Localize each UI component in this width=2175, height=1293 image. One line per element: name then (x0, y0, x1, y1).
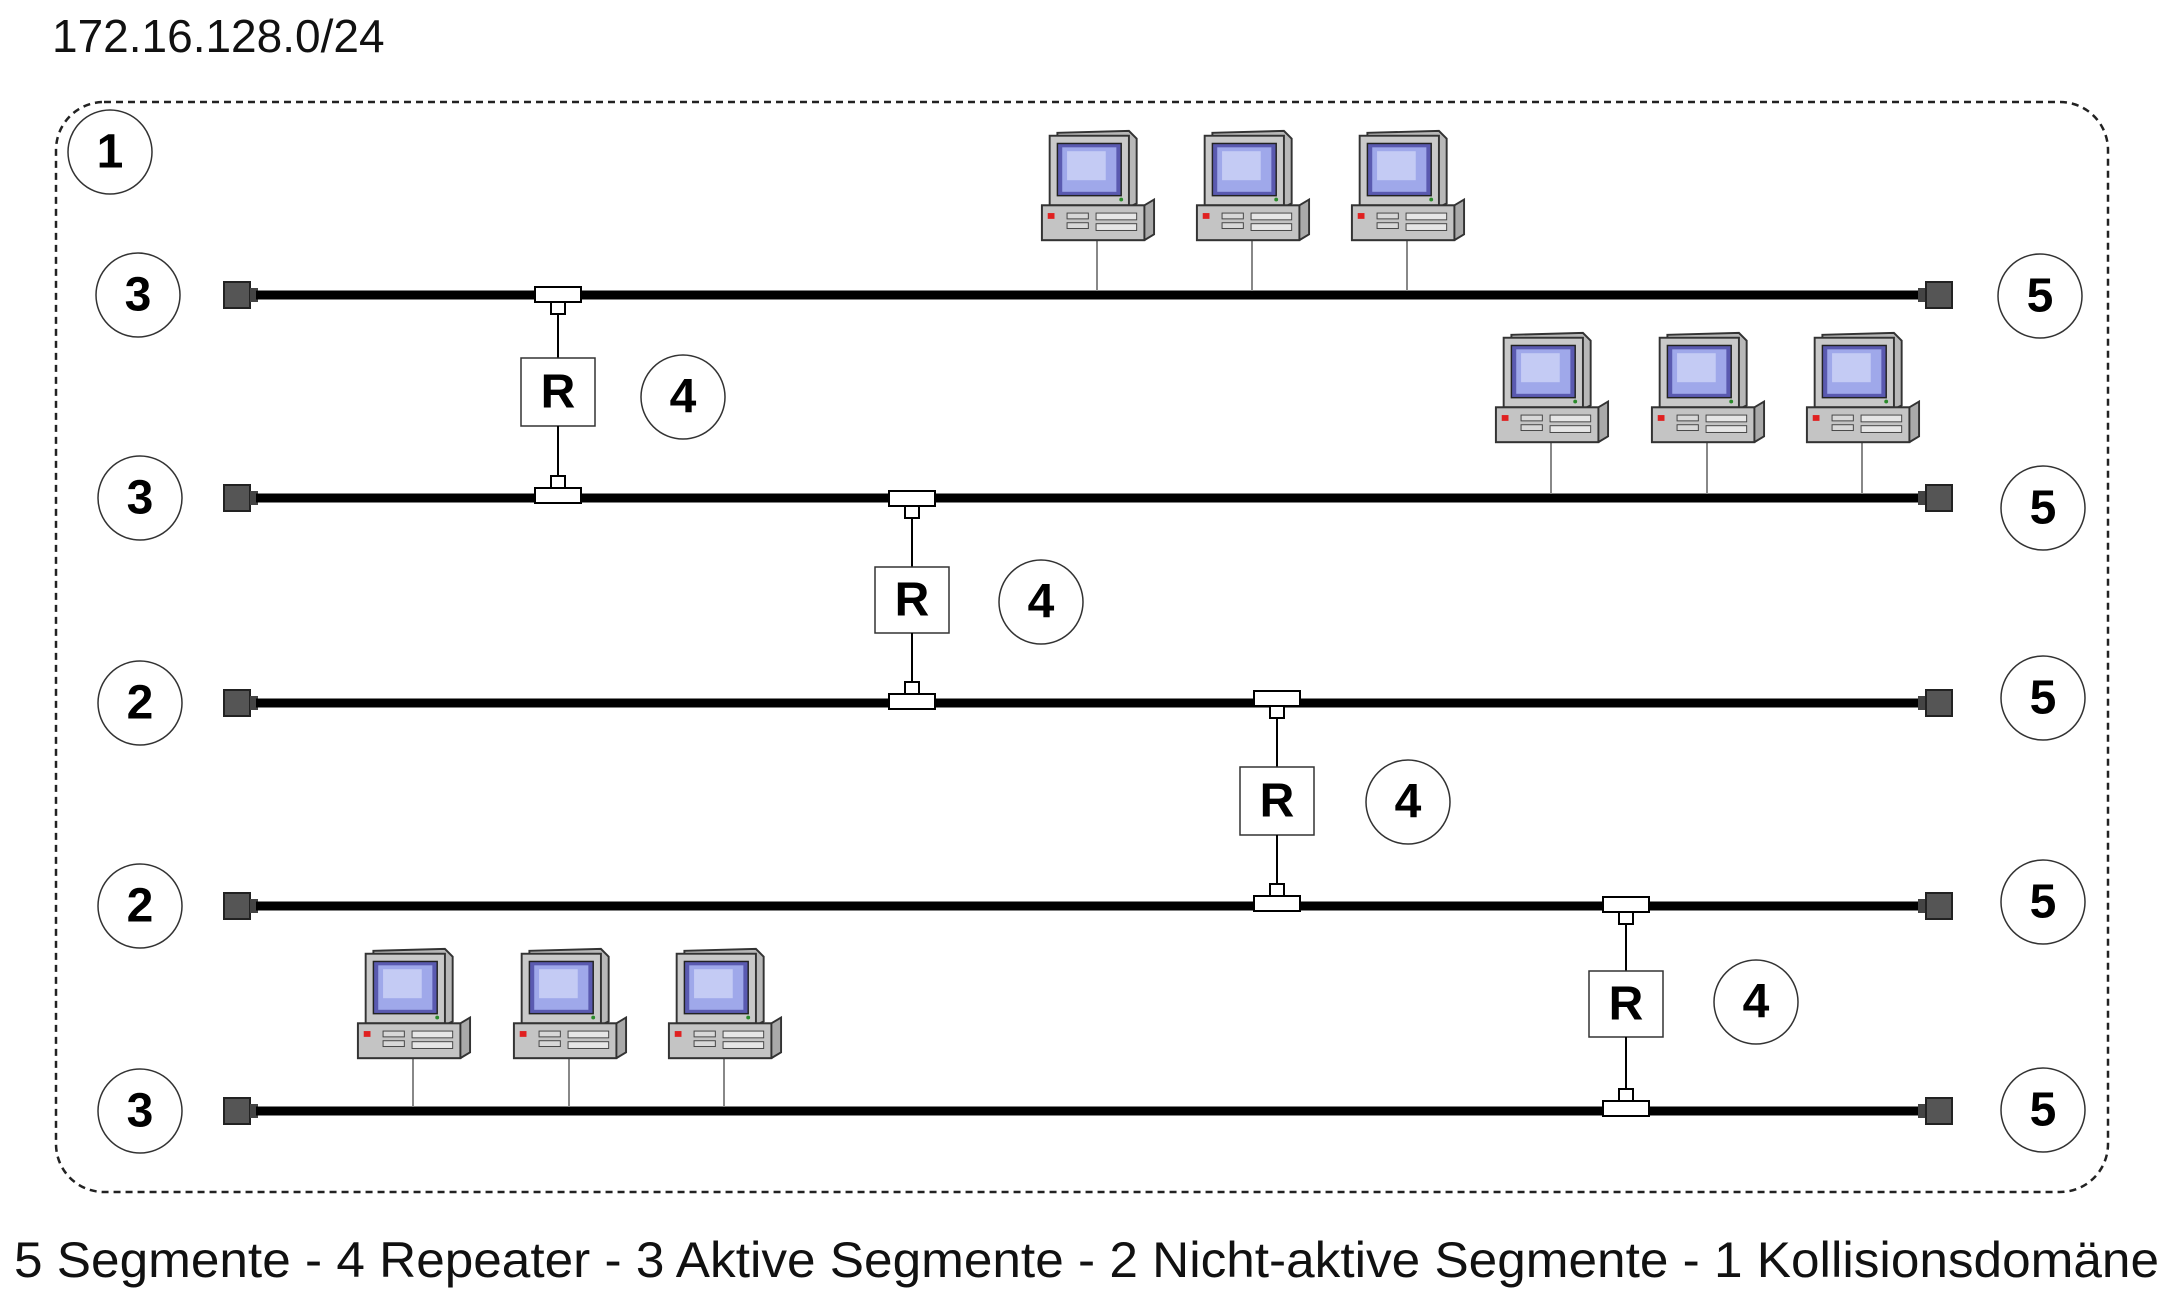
domain-number-badge: 1 (67, 109, 153, 195)
hosts-segment-5 (356, 947, 783, 1107)
segment-right-label: 5 (2030, 482, 2057, 535)
computer-icon (1494, 331, 1610, 444)
repeater-2: R 4 (874, 490, 1084, 710)
t-connector (888, 490, 936, 507)
terminator-left (223, 1097, 251, 1125)
repeater-number: 4 (1743, 976, 1770, 1029)
repeater-label: R (541, 366, 576, 419)
segment-right-label: 5 (2030, 1084, 2057, 1137)
computer-icon (1040, 129, 1156, 242)
segment-right-label: 5 (2030, 876, 2057, 929)
t-connector (888, 693, 936, 710)
segment-4 (223, 892, 1953, 920)
segment-left-label: 3 (127, 472, 154, 525)
computer-icon (512, 947, 628, 1060)
t-connector (1602, 1100, 1650, 1117)
collision-domain-boundary (54, 100, 2110, 1194)
terminator-left (223, 892, 251, 920)
t-connector (534, 487, 582, 504)
computer-icon (1195, 129, 1311, 242)
terminator-left (223, 281, 251, 309)
segment-left-label: 3 (127, 1085, 154, 1138)
repeater-label: R (1260, 775, 1295, 828)
terminator-left (223, 484, 251, 512)
legend: 5 Segmente - 4 Repeater - 3 Aktive Segme… (14, 1232, 2159, 1288)
repeater-box (874, 566, 950, 634)
terminator-right (1925, 1097, 1953, 1125)
repeater-box (1588, 970, 1664, 1038)
repeater-label: R (1609, 978, 1644, 1031)
t-connector (1253, 895, 1301, 912)
segment-right-labels: 5 5 5 5 5 (1997, 253, 2086, 1153)
repeater-label: R (895, 574, 930, 627)
repeater-3: R 4 (1239, 690, 1451, 912)
segment-right-label: 5 (2027, 270, 2054, 323)
computer-icon (1350, 129, 1466, 242)
subnet-title: 172.16.128.0/24 (52, 10, 385, 62)
segment-5 (223, 1097, 1953, 1125)
computer-icon (1805, 331, 1921, 444)
terminator-right (1925, 281, 1953, 309)
segment-2 (223, 484, 1953, 512)
repeater-4: R 4 (1588, 896, 1799, 1117)
segment-left-label: 2 (127, 677, 154, 730)
segment-left-labels: 3 3 2 2 3 (95, 252, 183, 1154)
t-connector (1253, 690, 1301, 707)
repeater-box (520, 357, 596, 427)
segment-right-label: 5 (2030, 672, 2057, 725)
segment-left-label: 2 (127, 880, 154, 933)
terminator-right (1925, 484, 1953, 512)
segment-1 (223, 281, 1953, 309)
repeater-number: 4 (1028, 576, 1055, 629)
segment-left-label: 3 (125, 269, 152, 322)
t-connector (1602, 896, 1650, 913)
segment-3 (223, 689, 1953, 717)
hosts-segment-1 (1040, 129, 1466, 291)
terminator-right (1925, 689, 1953, 717)
computer-icon (356, 947, 472, 1060)
hosts-segment-2 (1494, 331, 1921, 494)
computer-icon (1650, 331, 1766, 444)
domain-number: 1 (97, 126, 124, 179)
terminator-left (223, 689, 251, 717)
repeater-number: 4 (670, 371, 697, 424)
repeater-1: R 4 (520, 286, 726, 504)
computer-icon (667, 947, 783, 1060)
repeater-number: 4 (1395, 776, 1422, 829)
terminator-right (1925, 892, 1953, 920)
t-connector (534, 286, 582, 303)
